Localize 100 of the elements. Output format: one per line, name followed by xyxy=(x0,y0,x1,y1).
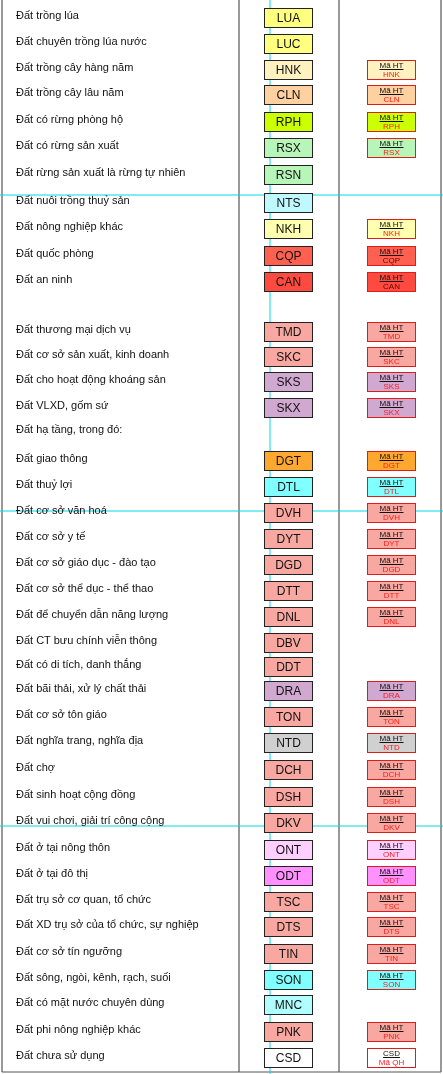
code-text: DTS xyxy=(383,927,400,936)
land-code-box: DVH xyxy=(264,503,313,523)
code-legend-box xyxy=(367,529,416,549)
code-text: NKH xyxy=(383,229,400,238)
land-type-label: Đất quốc phòng xyxy=(16,247,95,260)
code-heading: Mã HT xyxy=(379,452,404,461)
land-code-box: PNK xyxy=(264,1022,313,1042)
code-legend-box xyxy=(367,581,416,601)
code-legend-box xyxy=(367,322,416,342)
code-legend-box xyxy=(367,112,416,132)
code-text: ONT xyxy=(383,850,400,859)
code-text: ODT xyxy=(383,876,400,885)
land-code-box: RSN xyxy=(264,165,313,185)
land-code-box: TSC xyxy=(264,892,313,912)
code-text: TMD xyxy=(382,332,401,341)
code-heading: CSD xyxy=(383,1049,400,1058)
code-legend-box xyxy=(367,138,416,158)
land-code-box: NTS xyxy=(264,193,313,213)
code-heading: Mã HT xyxy=(379,945,404,954)
land-code-box: RSX xyxy=(264,138,313,158)
code-legend-box xyxy=(367,813,416,833)
code-heading: Mã HT xyxy=(379,247,404,256)
code-heading: Mã HT xyxy=(379,893,404,902)
land-type-label: Đất cơ sở tôn giáo xyxy=(16,708,108,721)
land-code-box: DGT xyxy=(264,451,313,471)
land-code-box: MNC xyxy=(264,995,313,1015)
code-text: DTL xyxy=(383,487,400,496)
code-heading: Mã HT xyxy=(379,86,404,95)
land-code-box: RPH xyxy=(264,112,313,132)
code-heading: Mã HT xyxy=(379,139,404,148)
land-type-label: Đất CT bưu chính viễn thông xyxy=(16,634,159,647)
code-heading: Mã HT xyxy=(379,971,404,980)
code-heading: Mã HT xyxy=(379,608,404,617)
land-type-label: Đất sông, ngòi, kênh, rạch, suối xyxy=(16,971,172,984)
land-type-label: Đất trồng cây lâu năm xyxy=(16,86,125,99)
land-type-label: Đất cơ sở giáo dục - đào tạo xyxy=(16,556,157,569)
land-type-label: Đất VLXD, gốm sứ xyxy=(16,399,110,412)
land-type-label: Đất cơ sở sản xuất, kinh doanh xyxy=(16,348,171,361)
land-type-label: Đất rừng sản xuất là rừng tự nhiên xyxy=(16,166,187,179)
code-heading: Mã HT xyxy=(379,373,404,382)
code-text: CQP xyxy=(382,256,401,265)
code-text: DNL xyxy=(383,617,400,626)
code-heading: Mã HT xyxy=(379,504,404,513)
land-type-label: Đất trồng lúa xyxy=(16,9,80,22)
land-type-label: Đất ở tại nông thôn xyxy=(16,841,112,854)
code-heading: Mã HT xyxy=(379,682,404,691)
land-type-label: Đất XD trụ sở của tổ chức, sự nghiệp xyxy=(16,918,200,931)
code-text: DKV xyxy=(383,823,400,832)
land-code-box: ONT xyxy=(264,840,313,860)
code-heading: Mã HT xyxy=(379,708,404,717)
code-heading: Mã HT xyxy=(379,348,404,357)
land-code-box: LUC xyxy=(264,34,313,54)
land-code-box: DRA xyxy=(264,681,313,701)
land-type-label: Đất cơ sở văn hoá xyxy=(16,504,108,517)
land-type-label: Đất chợ xyxy=(16,761,56,774)
code-text: RPH xyxy=(383,122,400,131)
land-type-label: Đất có rừng sản xuất xyxy=(16,139,120,152)
land-type-label: Đất có mặt nước chuyên dùng xyxy=(16,996,166,1009)
land-type-label: Đất vui chơi, giải trí công cộng xyxy=(16,814,166,827)
code-legend-box xyxy=(367,944,416,964)
code-legend-box xyxy=(367,733,416,753)
code-text: RSX xyxy=(383,148,400,157)
code-legend-box xyxy=(367,372,416,392)
land-code-box: DNL xyxy=(264,607,313,627)
land-type-label: Đất nghĩa trang, nghĩa địa xyxy=(16,734,145,747)
code-text: CLN xyxy=(383,95,400,104)
land-code-box: SKX xyxy=(264,398,313,418)
land-type-label: Đất để chuyển dẫn năng lượng xyxy=(16,608,170,621)
code-heading: Mã HT xyxy=(379,113,404,122)
land-code-box: DKV xyxy=(264,813,313,833)
code-text: SKS xyxy=(383,382,400,391)
land-type-label: Đất giao thông xyxy=(16,452,89,465)
land-code-box: CSD xyxy=(264,1048,313,1068)
land-type-label: Đất cơ sở y tế xyxy=(16,530,87,543)
code-heading: Mã HT xyxy=(379,867,404,876)
land-type-label: Đất cơ sở tín ngưỡng xyxy=(16,945,124,958)
code-text: DCH xyxy=(382,770,401,779)
land-type-label: Đất thương mại dịch vụ xyxy=(16,323,132,336)
code-text: HNK xyxy=(383,70,400,79)
code-heading: Mã HT xyxy=(379,841,404,850)
land-type-label: Đất hạ tầng, trong đó: xyxy=(16,423,124,436)
code-legend-box xyxy=(367,85,416,105)
land-type-label: Đất có di tích, danh thắng xyxy=(16,658,143,671)
code-text: Mã QH xyxy=(378,1058,405,1067)
land-code-box: CLN xyxy=(264,85,313,105)
code-text: TIN xyxy=(385,954,398,963)
land-code-box: CAN xyxy=(264,272,313,292)
land-code-box: DBV xyxy=(264,633,313,653)
land-code-box: ODT xyxy=(264,866,313,886)
code-legend-box xyxy=(367,1048,416,1068)
land-code-box: NKH xyxy=(264,219,313,239)
code-legend-box xyxy=(367,970,416,990)
land-code-box: DTT xyxy=(264,581,313,601)
code-text: DRA xyxy=(383,691,400,700)
land-code-box: SKS xyxy=(264,372,313,392)
land-code-box: DSH xyxy=(264,787,313,807)
code-legend-box xyxy=(367,760,416,780)
land-code-box: TON xyxy=(264,707,313,727)
code-legend-box xyxy=(367,451,416,471)
land-type-label: Đất có rừng phòng hộ xyxy=(16,113,125,126)
